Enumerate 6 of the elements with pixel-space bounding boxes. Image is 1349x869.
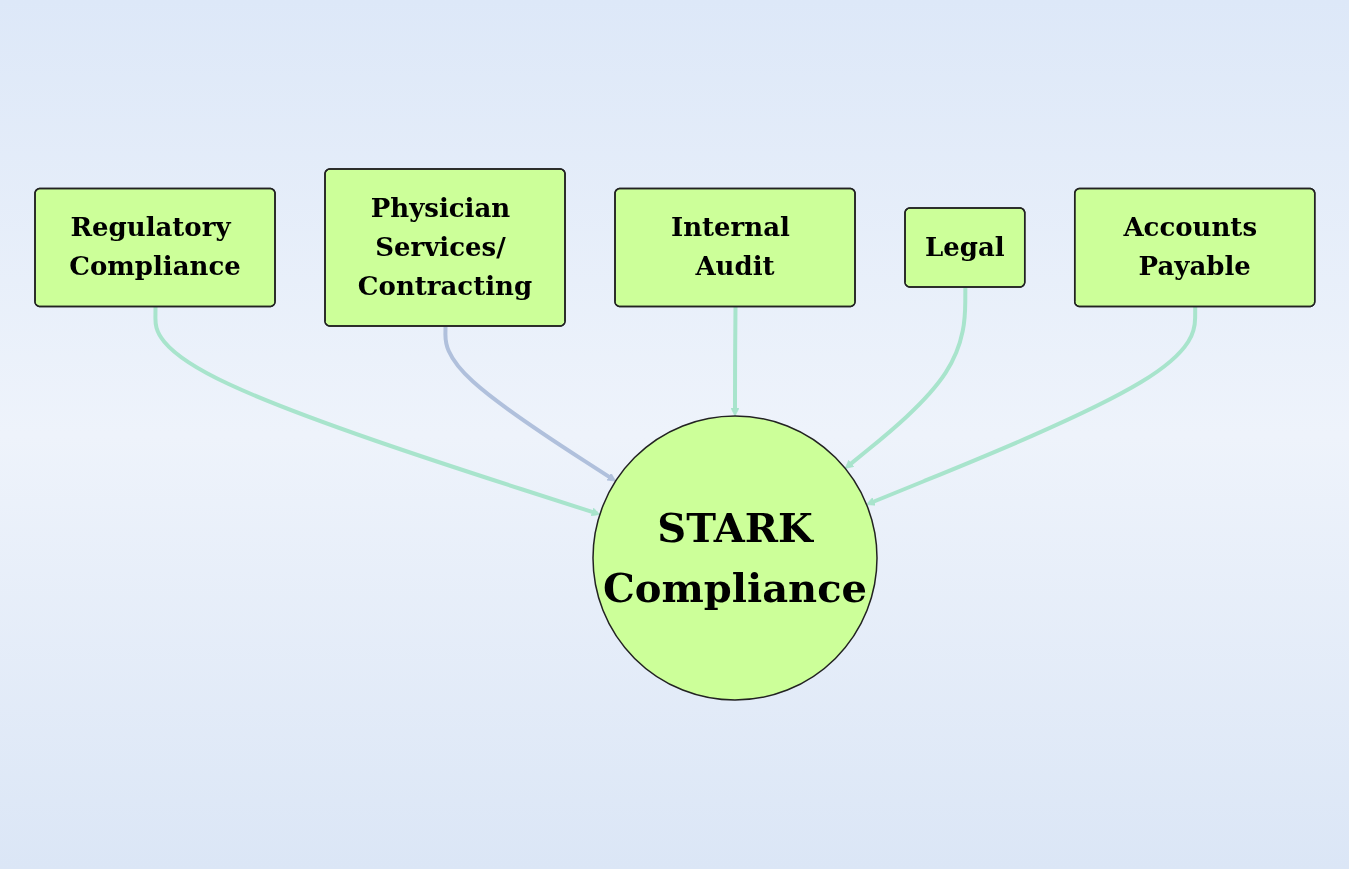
arrow [730, 306, 740, 417]
arrow [153, 306, 600, 517]
arrow [865, 306, 1197, 506]
arrow [844, 287, 967, 469]
node-circle: STARK Compliance [591, 415, 878, 701]
arrow [443, 326, 616, 482]
